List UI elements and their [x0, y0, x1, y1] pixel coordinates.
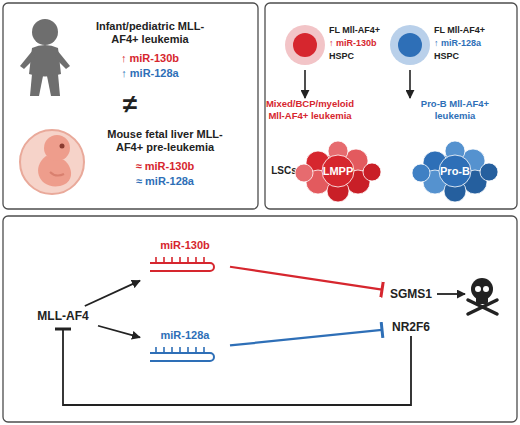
base-pair — [155, 347, 157, 353]
panel-frame — [3, 3, 258, 209]
hairpin-shape — [140, 255, 230, 281]
text-label: Infant/pediatric MLL-AF4+ leukemia — [90, 20, 210, 46]
activation-arrow — [85, 281, 140, 306]
infant-body — [29, 45, 61, 77]
skull-jaw — [476, 295, 488, 304]
leukemic-cell — [480, 163, 498, 181]
gene-label: NR2F6 — [385, 318, 437, 336]
hspc-cell: FL Mll-AF4+↑ miR-130bHSPC — [283, 20, 395, 70]
infant-arm — [55, 50, 70, 69]
outcome-arrow — [437, 293, 465, 295]
death-skull — [468, 278, 497, 314]
leukemia-cluster: Mixed/BCP/myeloid Mll-AF4+ leukemiaLMPP — [262, 98, 386, 206]
gene-label: SGMS1 — [385, 285, 437, 303]
panel-frame — [3, 216, 517, 422]
activation-arrow — [304, 70, 306, 98]
text-label: ≈ miR-128a — [95, 175, 235, 188]
infant-arm — [20, 50, 35, 69]
infant-leg — [47, 74, 60, 96]
fetus-eye — [60, 144, 65, 149]
skull-eye — [483, 286, 489, 292]
fetus-head — [44, 135, 70, 161]
leukemic-cell — [295, 164, 313, 182]
base-pair — [179, 347, 181, 353]
activation-arrow — [409, 70, 411, 98]
base-pair — [163, 257, 165, 263]
node-text: Pro-B — [415, 164, 495, 178]
amniotic-sac — [20, 130, 84, 194]
base-pair — [187, 257, 189, 263]
node-text: HSPC — [434, 50, 513, 63]
hairpin-stem — [150, 263, 214, 271]
leukemic-cell — [363, 163, 381, 181]
base-pair — [155, 257, 157, 263]
activation-arrow — [98, 326, 140, 338]
infant-head — [32, 19, 58, 45]
text-column: FL Mll-AF4+↑ miR-130bHSPC — [329, 24, 395, 63]
infant-leg — [30, 74, 43, 96]
node-text: HSPC — [329, 50, 395, 63]
mirna-hairpin: miR-130b — [140, 238, 230, 282]
text-label: ≠ — [110, 90, 150, 118]
cell-nucleus — [293, 33, 317, 57]
text-label: ≈ miR-130b — [95, 160, 235, 173]
node-text: NR2F6 — [385, 318, 437, 336]
fetus-limb — [50, 172, 64, 176]
infant-silhouette — [20, 19, 70, 96]
inhibition-line — [230, 330, 382, 345]
node-text: LMPP — [298, 164, 378, 178]
inhibition-line — [63, 329, 411, 405]
hairpin-shape — [140, 345, 230, 371]
node-text: FL Mll-AF4+ — [434, 24, 513, 37]
mirna-hairpin: miR-128a — [140, 328, 230, 372]
hairpin-stem — [150, 353, 214, 361]
gene-label: MLL-AF4 — [28, 306, 98, 326]
text-label: Mouse fetal liver MLL-AF4+ pre-leukemia — [95, 128, 235, 154]
cell-shape — [283, 20, 329, 70]
text-label: ↑ miR-130b — [90, 52, 210, 65]
node-text: ↑ miR-128a — [434, 37, 513, 50]
node-text: Pro-B Mll-AF4+ leukemia — [420, 98, 490, 122]
hspc-cell: FL Mll-AF4+↑ miR-128aHSPC — [388, 20, 513, 70]
node-text: miR-130b — [140, 238, 230, 252]
text-column: FL Mll-AF4+↑ miR-128aHSPC — [434, 24, 513, 63]
cell-nucleus — [398, 33, 422, 57]
base-pair — [179, 257, 181, 263]
base-pair — [163, 347, 165, 353]
leukemia-cluster: Pro-B Mll-AF4+ leukemiaPro-B — [398, 98, 513, 206]
skull-eye — [475, 286, 481, 292]
node-text: SGMS1 — [385, 285, 437, 303]
text-label: ↑ miR-128a — [90, 67, 210, 80]
node-text: FL Mll-AF4+ — [329, 24, 395, 37]
base-pair — [171, 347, 173, 353]
cell-membrane — [390, 25, 430, 65]
base-pair — [171, 257, 173, 263]
cell-membrane — [285, 25, 325, 65]
cell-shape — [388, 20, 434, 70]
fetus-illustration — [20, 130, 84, 194]
node-text: MLL-AF4 — [28, 306, 98, 326]
inhibition-line — [230, 267, 382, 290]
node-text: miR-128a — [140, 328, 230, 342]
base-pair — [203, 347, 205, 353]
base-pair — [187, 347, 189, 353]
node-text: Mixed/BCP/myeloid Mll-AF4+ leukemia — [262, 98, 358, 122]
leukemic-cell — [412, 164, 430, 182]
base-pair — [195, 347, 197, 353]
base-pair — [203, 257, 205, 263]
node-text: ↑ miR-130b — [329, 37, 395, 50]
base-pair — [195, 257, 197, 263]
